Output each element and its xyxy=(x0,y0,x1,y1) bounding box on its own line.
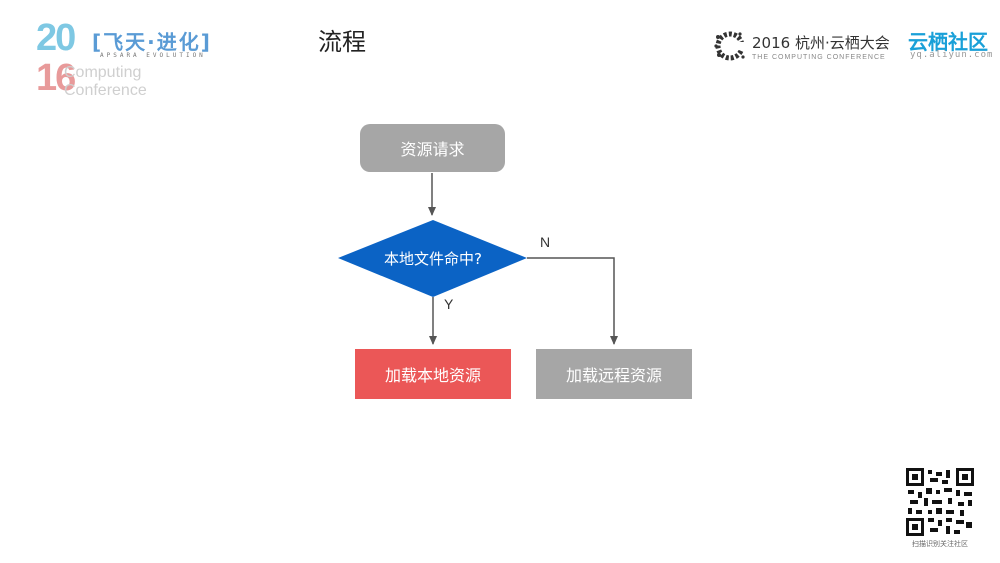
logo-year-top: 20 xyxy=(36,17,76,59)
event-logo-year: 20 16 xyxy=(36,18,96,102)
decision-diamond xyxy=(338,220,527,297)
conference-title: 2016 杭州·云栖大会 xyxy=(752,34,890,52)
qr-caption: 扫描识别关注社区 xyxy=(912,540,968,548)
node-load-local: 加载本地资源 xyxy=(355,349,511,399)
edge-decision-no xyxy=(527,257,618,345)
logo-year-bottom: 16 xyxy=(36,57,76,99)
node-local-hit-decision-label: 本地文件命中? xyxy=(384,249,482,268)
qr-code-icon xyxy=(906,468,974,536)
node-load-local-label: 加载本地资源 xyxy=(384,366,481,385)
event-logo-sub: APSARA EVOLUTION xyxy=(100,52,206,59)
node-resource-request-label: 资源请求 xyxy=(400,140,465,159)
edge-label-yes: Y xyxy=(444,296,454,312)
node-load-remote: 加载远程资源 xyxy=(536,349,692,399)
logo-conference-text: Conference xyxy=(64,82,147,99)
event-logo-computing: Computing Conference xyxy=(64,64,147,100)
conference-logo-icon xyxy=(714,31,748,61)
node-load-remote-label: 加载远程资源 xyxy=(565,366,662,385)
node-resource-request: 资源请求 xyxy=(360,124,505,172)
brand-name: 云栖社区 xyxy=(908,30,988,54)
brand-url: yq.aliyun.com xyxy=(910,50,994,60)
event-logo-slogan: [飞天·进化] xyxy=(92,30,212,54)
edge-label-no: N xyxy=(540,234,551,250)
logo-computing-text: Computing xyxy=(64,64,142,81)
page-title: 流程 xyxy=(318,28,366,56)
conference-subtitle: THE COMPUTING CONFERENCE xyxy=(752,54,886,61)
